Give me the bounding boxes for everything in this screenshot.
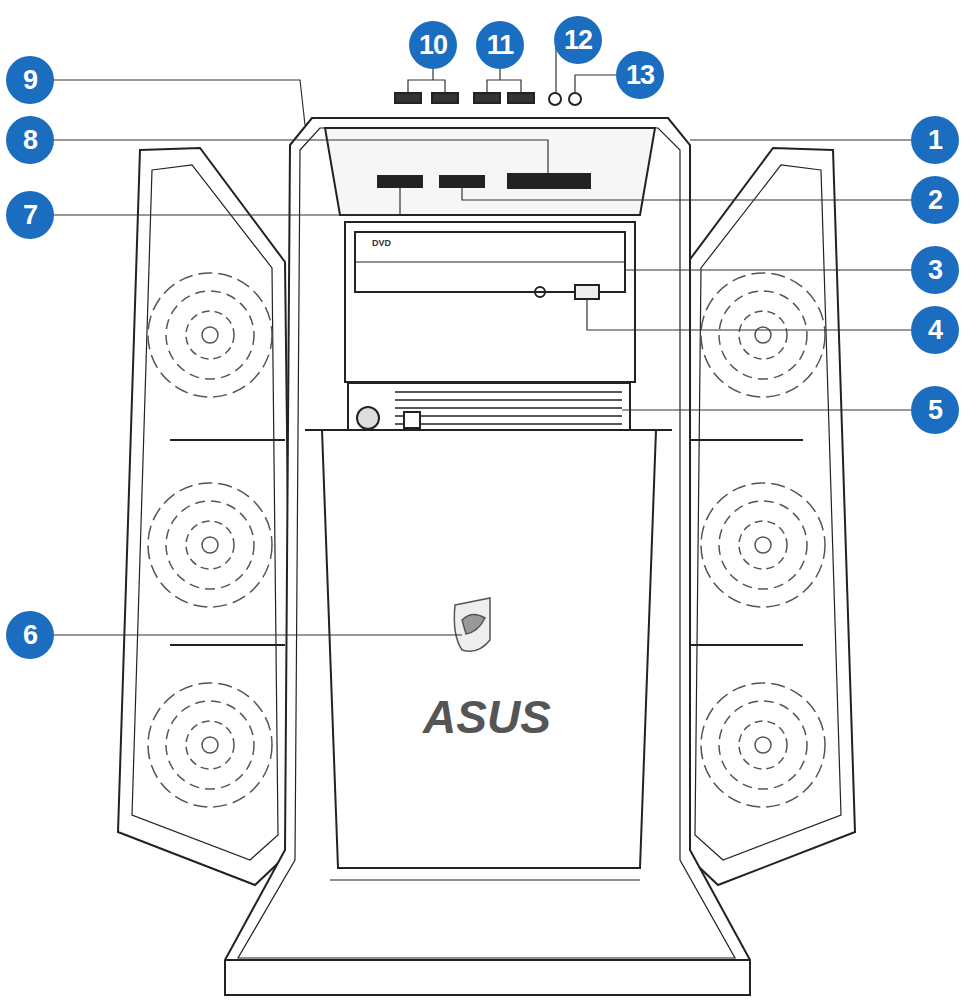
callout-number-text: 4 [928, 315, 942, 346]
callout-number: 12 [554, 16, 602, 64]
callout-number-text: 11 [487, 30, 514, 61]
callout-number: 2 [911, 176, 959, 224]
callout-number: 5 [911, 386, 959, 434]
left-fan-wing [118, 148, 292, 885]
case-body [225, 118, 750, 995]
rog-logo [454, 598, 490, 651]
callout-number-text: 1 [928, 125, 942, 156]
callout-number: 11 [476, 21, 524, 69]
callout-number: 6 [6, 611, 54, 659]
front-door [305, 430, 672, 868]
callout-number: 8 [6, 116, 54, 164]
callout-number-text: 12 [564, 25, 592, 56]
optical-drive [345, 222, 635, 382]
callout-number-text: 3 [928, 255, 942, 286]
callout-number: 13 [616, 51, 664, 99]
callout-number: 10 [409, 21, 457, 69]
callout-number-text: 7 [23, 200, 37, 231]
callout-number-text: 5 [928, 395, 942, 426]
callout-number: 9 [6, 56, 54, 104]
callout-number: 7 [6, 191, 54, 239]
callout-number-text: 13 [626, 60, 654, 91]
drive-logo-text: DVD [372, 238, 391, 248]
callout-number-text: 6 [23, 620, 37, 651]
callout-number: 1 [911, 116, 959, 164]
callout-number: 4 [911, 306, 959, 354]
callout-number: 3 [911, 246, 959, 294]
front-io-panel [325, 93, 655, 215]
brand-logo-text: ASUS [423, 690, 551, 744]
right-fan-wing [681, 148, 855, 885]
callout-number-text: 10 [419, 30, 447, 61]
callout-number-text: 8 [23, 125, 37, 156]
callout-number-text: 9 [23, 65, 37, 96]
callout-number-text: 2 [928, 185, 942, 216]
leader-lines [52, 40, 911, 635]
